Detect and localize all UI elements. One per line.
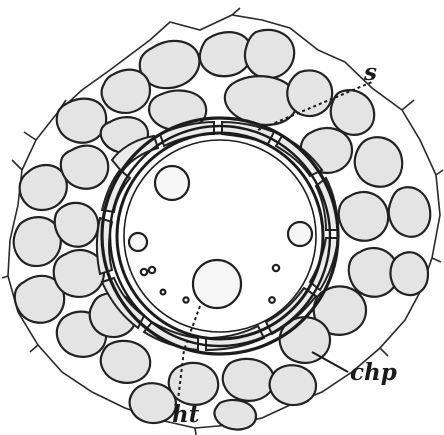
label-chp: chp [350, 359, 397, 386]
label-ht: ht [172, 401, 200, 428]
parenchyma-cell [101, 341, 150, 383]
small-droplet [269, 297, 275, 303]
chp-leader-line [312, 352, 348, 372]
small-droplet [273, 265, 279, 271]
small-droplet [161, 290, 166, 295]
parenchyma-cell [215, 400, 257, 430]
parenchyma-cell [389, 187, 430, 237]
parenchyma-cell [270, 365, 316, 405]
small-droplet [141, 269, 147, 275]
small-droplet [149, 267, 155, 273]
small-droplet [183, 297, 188, 302]
parenchyma-cell [20, 165, 67, 210]
label-s: s [363, 59, 377, 86]
right-droplet [288, 222, 312, 246]
upper-droplet [155, 166, 189, 200]
parenchyma-cell [14, 217, 61, 266]
parenchyma-cell [339, 192, 388, 241]
large-droplet [193, 260, 241, 308]
parenchyma-cell [223, 359, 274, 401]
parenchyma-cell [245, 30, 294, 78]
parenchyma-cell [355, 137, 402, 187]
parenchyma-cell [57, 99, 106, 143]
parenchyma-cell [102, 70, 150, 113]
parenchyma-cell [130, 383, 176, 423]
parenchyma-cell [391, 252, 429, 295]
left-droplet [129, 233, 147, 251]
parenchyma-cell [61, 146, 108, 189]
parenchyma-cell [55, 203, 98, 247]
